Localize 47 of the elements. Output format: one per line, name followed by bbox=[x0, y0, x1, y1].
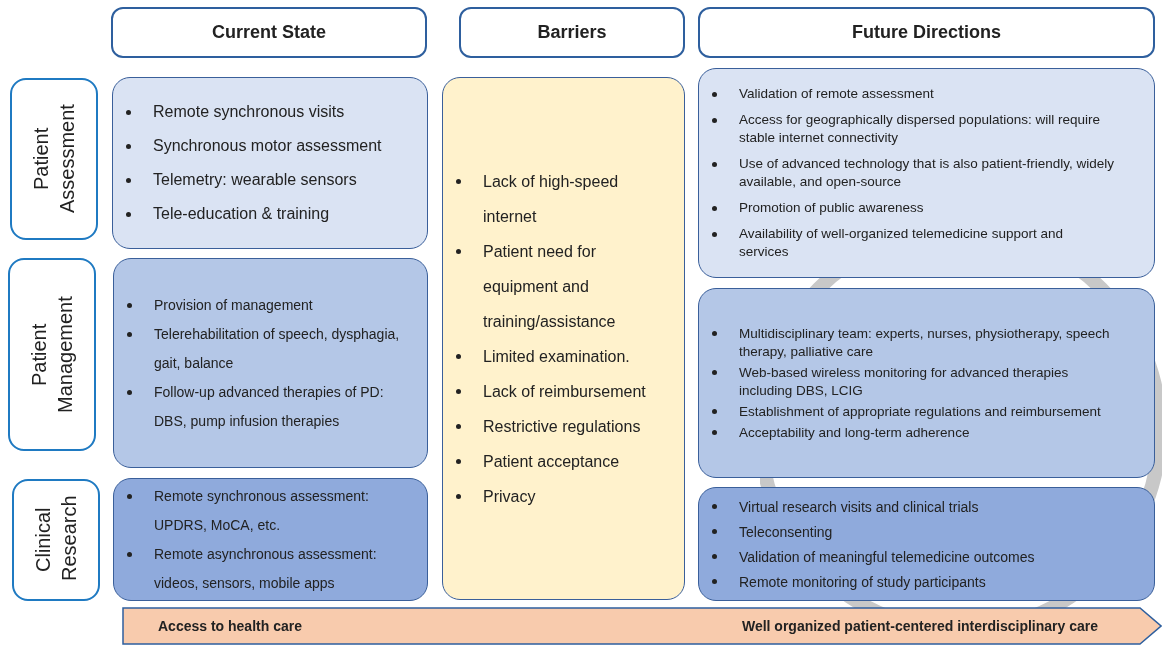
bullet-text: Synchronous motor assessment bbox=[153, 137, 382, 154]
bullet-text: Remote monitoring of study participants bbox=[739, 573, 986, 590]
bullet-text: Lack of reimbursement bbox=[483, 382, 646, 400]
bullet-text: Privacy bbox=[483, 487, 536, 505]
bullet-text: Telerehabilitation of speech, dysphagia, gait, balance bbox=[154, 325, 400, 371]
bullet-list-panel bbox=[113, 258, 428, 468]
bullet-text: Use of advanced technology that is also patient-friendly, widely available, and open-source bbox=[739, 156, 1114, 189]
bullet-text: Web-based wireless monitoring for advanced therapies including DBS, LCIG bbox=[739, 364, 1069, 398]
column-header: Barriers bbox=[459, 7, 685, 58]
bullet-text: Validation of meaningful telemedicine outcomes bbox=[739, 548, 1035, 565]
bullet-text: Validation of remote assessment bbox=[739, 86, 934, 101]
bullet-text: Tele-education & training bbox=[153, 205, 330, 222]
bullet-text: Teleconsenting bbox=[739, 523, 833, 540]
bullet-text: Access for geographically dispersed populations: will require stable internet connectivity bbox=[739, 112, 1100, 145]
bullet-text: Multidisciplinary team: experts, nurses, physiotherapy, speech therapy, palliative care bbox=[739, 325, 1110, 359]
row-header bbox=[8, 258, 96, 451]
bullet-list-panel bbox=[698, 288, 1155, 478]
bullet-text: Remote synchronous visits bbox=[153, 103, 345, 120]
row-header bbox=[10, 78, 98, 240]
bullet-text: Availability of well-organized telemedicine support and services bbox=[739, 226, 1063, 259]
bullet-text: Acceptability and long-term adherence bbox=[739, 424, 970, 440]
bullet-text: Remote synchronous assessment: UPDRS, MoCA, etc. bbox=[154, 487, 369, 533]
bullet-text: Follow-up advanced therapies of PD: DBS, pump infusion therapies bbox=[154, 383, 384, 429]
bullet-text: Provision of management bbox=[154, 296, 313, 313]
bullet-text: Remote asynchronous assessment: videos, sensors, mobile apps bbox=[154, 545, 377, 591]
row-title: Patient Management bbox=[27, 295, 77, 415]
bullet-list-panel bbox=[113, 478, 428, 601]
bullet-text: Limited examination. bbox=[483, 347, 630, 365]
bullet-list-panel bbox=[698, 487, 1155, 601]
arrow-band bbox=[122, 607, 1162, 645]
row-title: Patient Assessment bbox=[29, 103, 79, 216]
band-label: Access to health care bbox=[158, 618, 302, 634]
bullet-list-panel bbox=[112, 77, 428, 249]
bullet-text: Promotion of public awareness bbox=[739, 200, 924, 215]
bullet-text: Virtual research visits and clinical trials bbox=[739, 498, 979, 515]
bullet-text: Establishment of appropriate regulations and reimbursement bbox=[739, 403, 1101, 419]
bullet-text: Restrictive regulations bbox=[483, 417, 641, 435]
bullet-text: Telemetry: wearable sensors bbox=[153, 171, 357, 188]
column-header: Current State bbox=[111, 7, 427, 58]
column-header: Future Directions bbox=[698, 7, 1155, 58]
bullet-text: Patient need for equipment and training/assistance bbox=[483, 242, 616, 330]
bullet-text: Patient acceptance bbox=[483, 452, 620, 470]
band-label: Well organized patient-centered interdisciplinary care bbox=[741, 618, 1098, 634]
bullet-list-panel bbox=[698, 68, 1155, 278]
row-header bbox=[12, 479, 100, 601]
bullet-list-panel bbox=[442, 77, 685, 600]
bullet-text: Lack of high-speed internet bbox=[483, 172, 619, 225]
